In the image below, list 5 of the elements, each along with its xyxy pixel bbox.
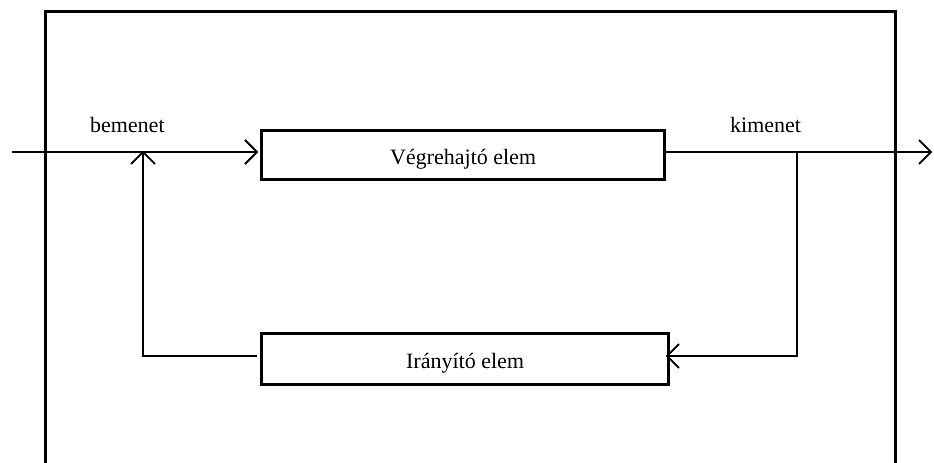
process-box [260,332,670,386]
system-frame [44,10,897,463]
box-label: Végrehajtó elem [390,143,536,168]
process-box [260,129,666,181]
box-label: Irányító elem [406,347,524,372]
